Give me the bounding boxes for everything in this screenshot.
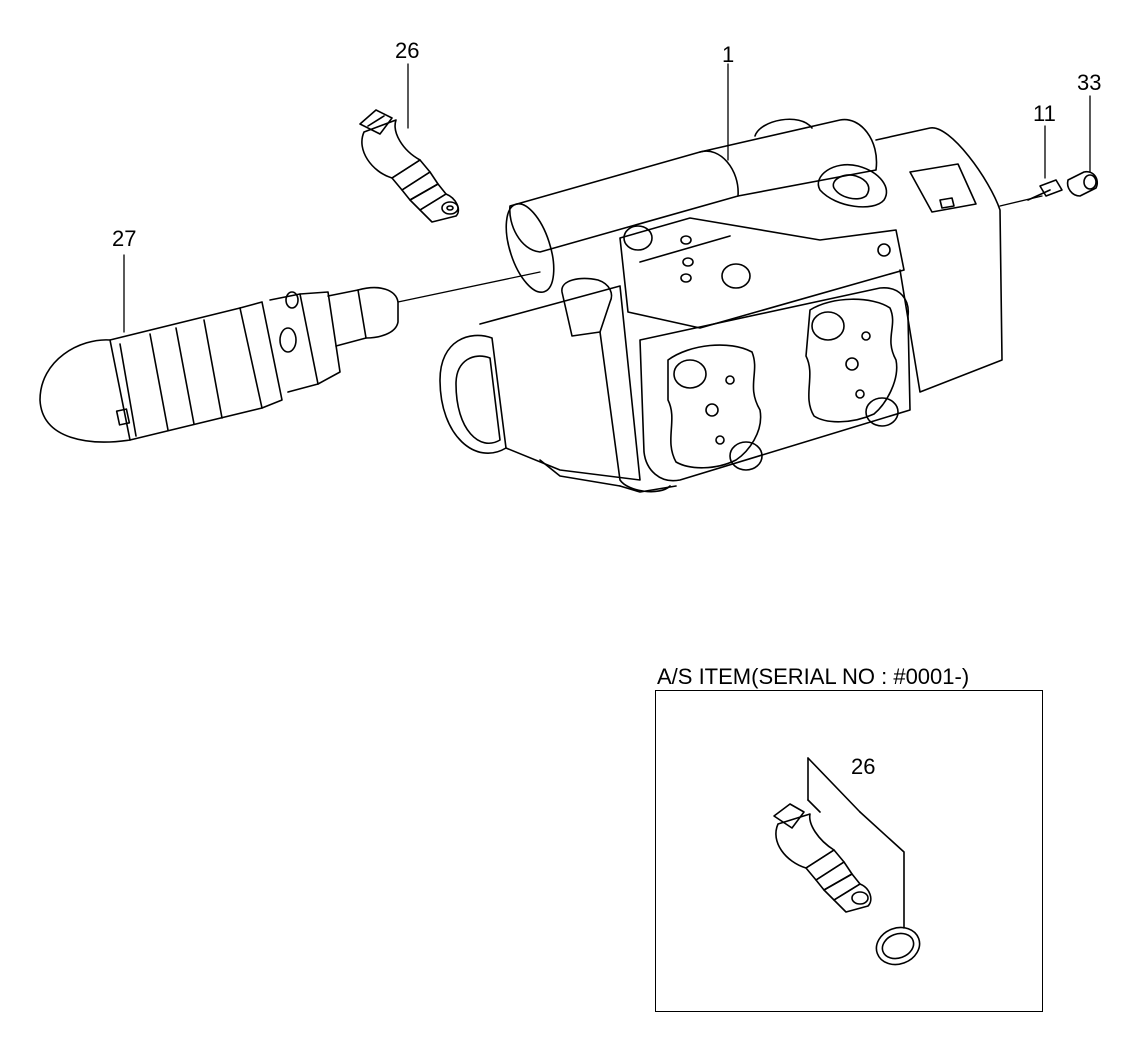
pin-11 (1027, 179, 1063, 201)
relief-valve-27 (39, 286, 399, 443)
callout-part-26: 26 (395, 38, 420, 63)
valve-body-1 (439, 118, 1003, 493)
inset-frame (655, 690, 1043, 1012)
callout-part-27: 27 (112, 226, 137, 251)
callout-part-1: 1 (722, 42, 735, 67)
plug-33 (1066, 170, 1099, 197)
callout-part-33: 33 (1077, 70, 1102, 95)
inset-title: A/S ITEM(SERIAL NO : #0001-) (657, 664, 970, 689)
solenoid-cartridge-26 (359, 109, 460, 223)
inset-solenoid-26 (773, 757, 921, 966)
callout-part-11: 11 (1033, 101, 1056, 126)
leader-lines (123, 63, 1091, 333)
callout-inset-part-26: 26 (851, 754, 876, 779)
